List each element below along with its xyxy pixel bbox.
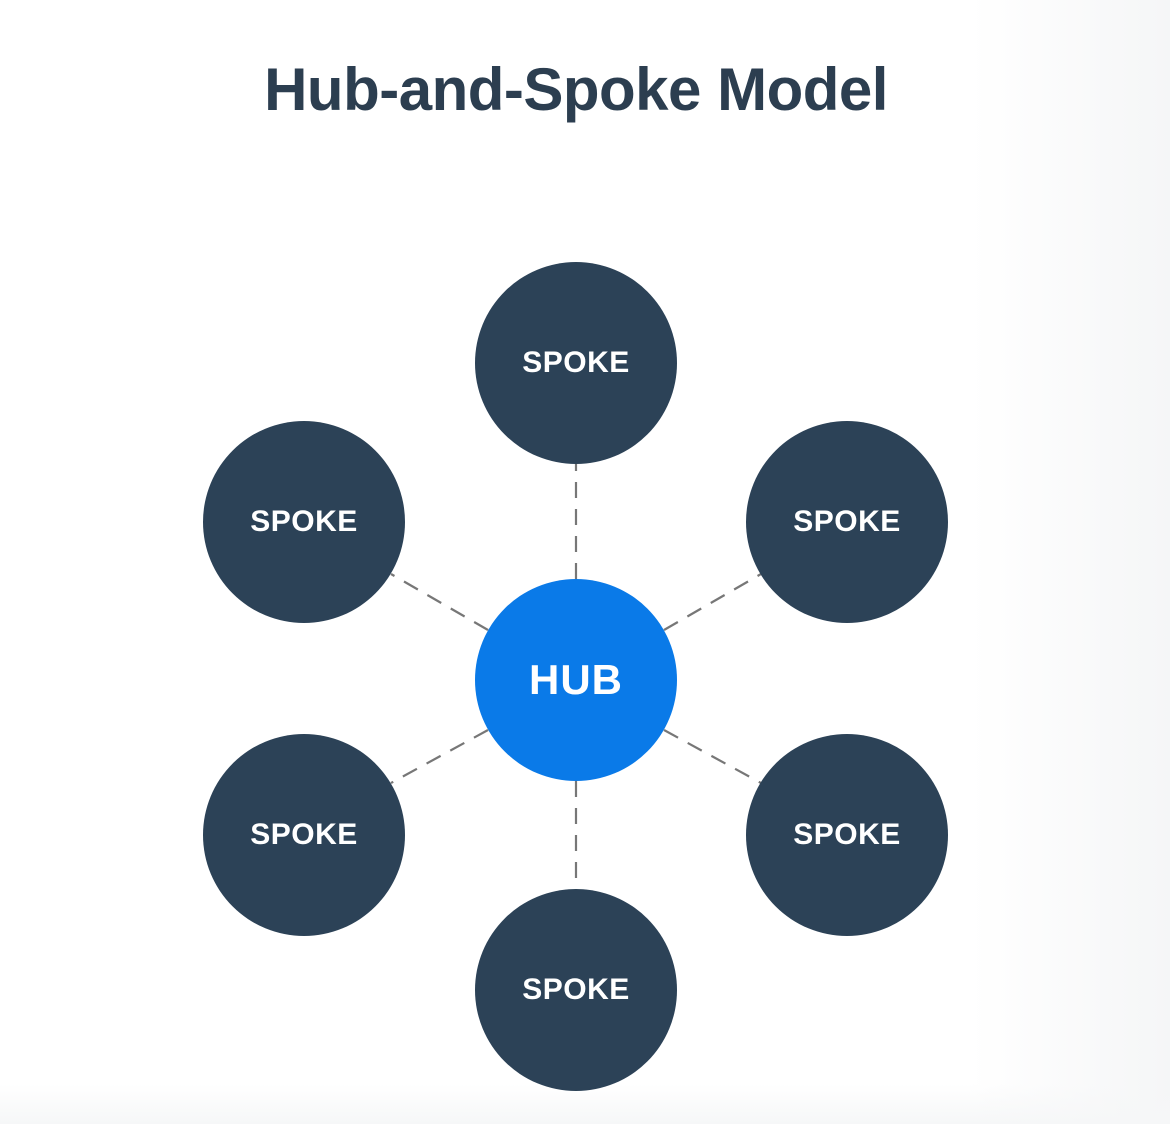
- spoke-label: SPOKE: [522, 346, 630, 379]
- spoke-label: SPOKE: [793, 818, 901, 851]
- spoke-label: SPOKE: [250, 818, 358, 851]
- connector-lower-left: [390, 729, 489, 784]
- diagram-title: Hub-and-Spoke Model: [264, 56, 888, 123]
- connector-upper-right: [663, 573, 762, 631]
- spoke-node-upper-left: SPOKE: [203, 421, 405, 623]
- connector-lower-right: [663, 729, 762, 784]
- spoke-label: SPOKE: [793, 505, 901, 538]
- spoke-node-lower-right: SPOKE: [746, 734, 948, 936]
- spoke-label: SPOKE: [250, 505, 358, 538]
- spoke-node-lower-left: SPOKE: [203, 734, 405, 936]
- spoke-node-upper-right: SPOKE: [746, 421, 948, 623]
- hub-node: HUB: [475, 579, 677, 781]
- connector-upper-left: [390, 573, 489, 631]
- hub-label: HUB: [529, 656, 623, 703]
- spoke-node-top: SPOKE: [475, 262, 677, 464]
- spoke-label: SPOKE: [522, 973, 630, 1006]
- spoke-node-bottom: SPOKE: [475, 889, 677, 1091]
